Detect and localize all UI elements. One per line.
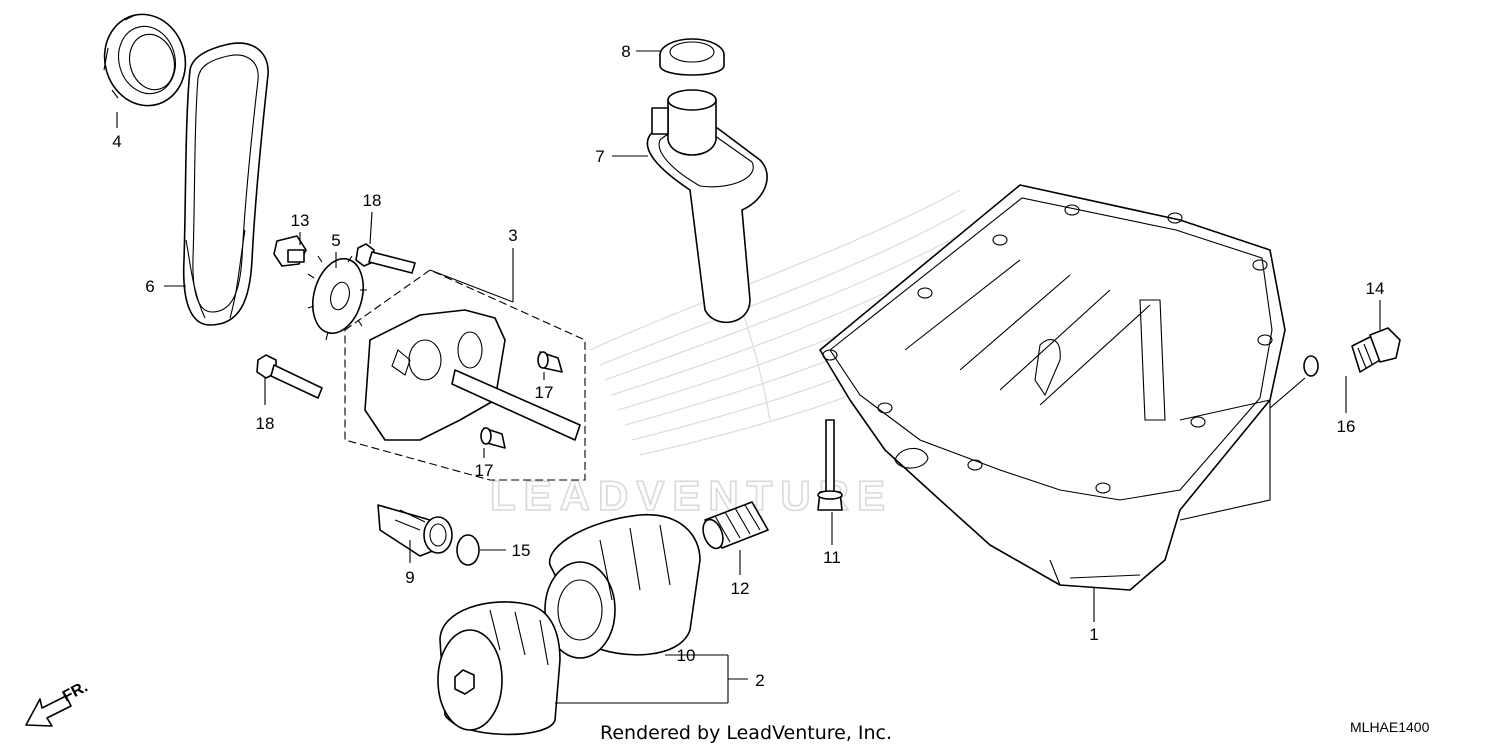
part-12-pipe [702, 501, 769, 550]
callout-18-lower: 18 [256, 414, 275, 433]
part-15-o-ring [456, 534, 480, 566]
callout-5: 5 [331, 231, 340, 250]
callout-2: 2 [755, 671, 764, 690]
callout-18-upper: 18 [363, 191, 382, 210]
part-8-cap [659, 38, 725, 76]
part-5-gear [307, 255, 367, 341]
callout-16: 16 [1337, 417, 1356, 436]
part-13-bolt [273, 235, 307, 267]
front-arrow-icon [25, 695, 72, 727]
callout-14: 14 [1366, 279, 1385, 298]
rendered-by-credit: Rendered by LeadVenture, Inc. [600, 722, 892, 744]
part-11-bolt [817, 419, 843, 511]
callout-10: 10 [677, 646, 696, 665]
part-2-oil-filter-cartridge [437, 601, 561, 736]
part-17-upper-pin [537, 351, 563, 373]
part-6-chain [182, 42, 269, 326]
part-16-washer [1303, 355, 1319, 377]
callout-17-lower: 17 [475, 461, 494, 480]
callout-7: 7 [595, 147, 604, 166]
watermark-wing-logo [589, 189, 966, 456]
callout-6: 6 [145, 277, 154, 296]
callout-labels: 1 2 3 4 5 6 7 8 9 10 11 12 13 14 15 16 1… [112, 42, 1384, 690]
part-3-oil-pump [344, 269, 586, 481]
part-18-upper-bolt [355, 243, 416, 274]
part-17-lower-pin [480, 427, 506, 449]
part-18-lower-bolt [256, 354, 323, 399]
callout-12: 12 [731, 579, 750, 598]
callout-13: 13 [291, 211, 310, 230]
callout-11: 11 [823, 548, 841, 567]
part-4-sprocket [103, 13, 187, 107]
diagram-code: MLHAE1400 [1350, 719, 1430, 735]
leader-lines [116, 50, 1381, 704]
front-direction-indicator: FR. [25, 678, 91, 727]
callout-3: 3 [508, 226, 517, 245]
callout-1: 1 [1089, 625, 1098, 644]
callout-15: 15 [512, 541, 531, 560]
part-10-oil-filter [544, 514, 701, 659]
part-1-oil-pan [819, 184, 1286, 591]
callout-8: 8 [621, 42, 630, 61]
callout-4: 4 [112, 132, 121, 151]
part-7-strainer-pipe [646, 89, 768, 324]
part-9-strainer [377, 504, 453, 557]
callout-17-upper: 17 [535, 383, 554, 402]
part-14-drain-bolt [1351, 327, 1401, 373]
callout-9: 9 [405, 568, 414, 587]
